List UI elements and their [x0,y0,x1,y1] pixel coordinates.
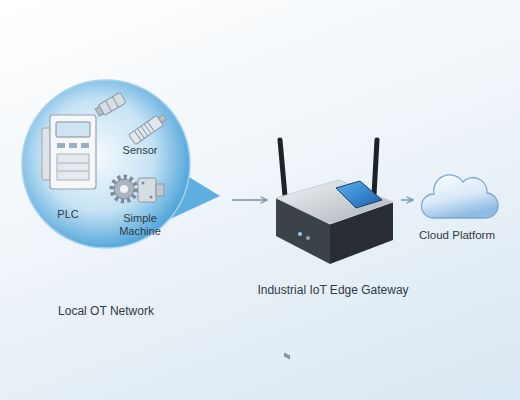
flow-arrow [401,199,413,200]
cloud-node: Cloud Platform [418,168,496,246]
gateway-box: Industrial IoT Edge Gateway [272,140,394,300]
node-label: PLC [36,208,100,221]
node-label: Industrial IoT Edge Gateway [232,283,434,297]
cloud-outline [418,168,500,226]
gateway-led [298,232,302,236]
plc-device: PLC [36,112,100,224]
gateway-screen [336,181,382,208]
gateway-led [306,236,310,240]
bubble-circle [22,80,190,248]
node-label: Simple Machine [114,212,166,238]
cloud-shape [421,175,498,218]
node-label: Sensor [105,144,175,157]
gateway-top-face [276,180,393,224]
node-label: Local OT Network [20,304,192,318]
machine-device: Simple Machine [100,168,180,248]
gateway-left-face [276,198,330,264]
gateway-port [284,353,290,360]
antenna [374,140,377,195]
flow-arrow [232,199,267,200]
gateway-right-face [330,202,393,264]
antenna [280,140,285,196]
gateway-device [276,140,393,359]
sensor-device: Sensor [105,92,175,158]
node-label: Cloud Platform [408,229,506,243]
network-bubble: Local OT Network PLC SensorSimple Machine [20,78,225,328]
